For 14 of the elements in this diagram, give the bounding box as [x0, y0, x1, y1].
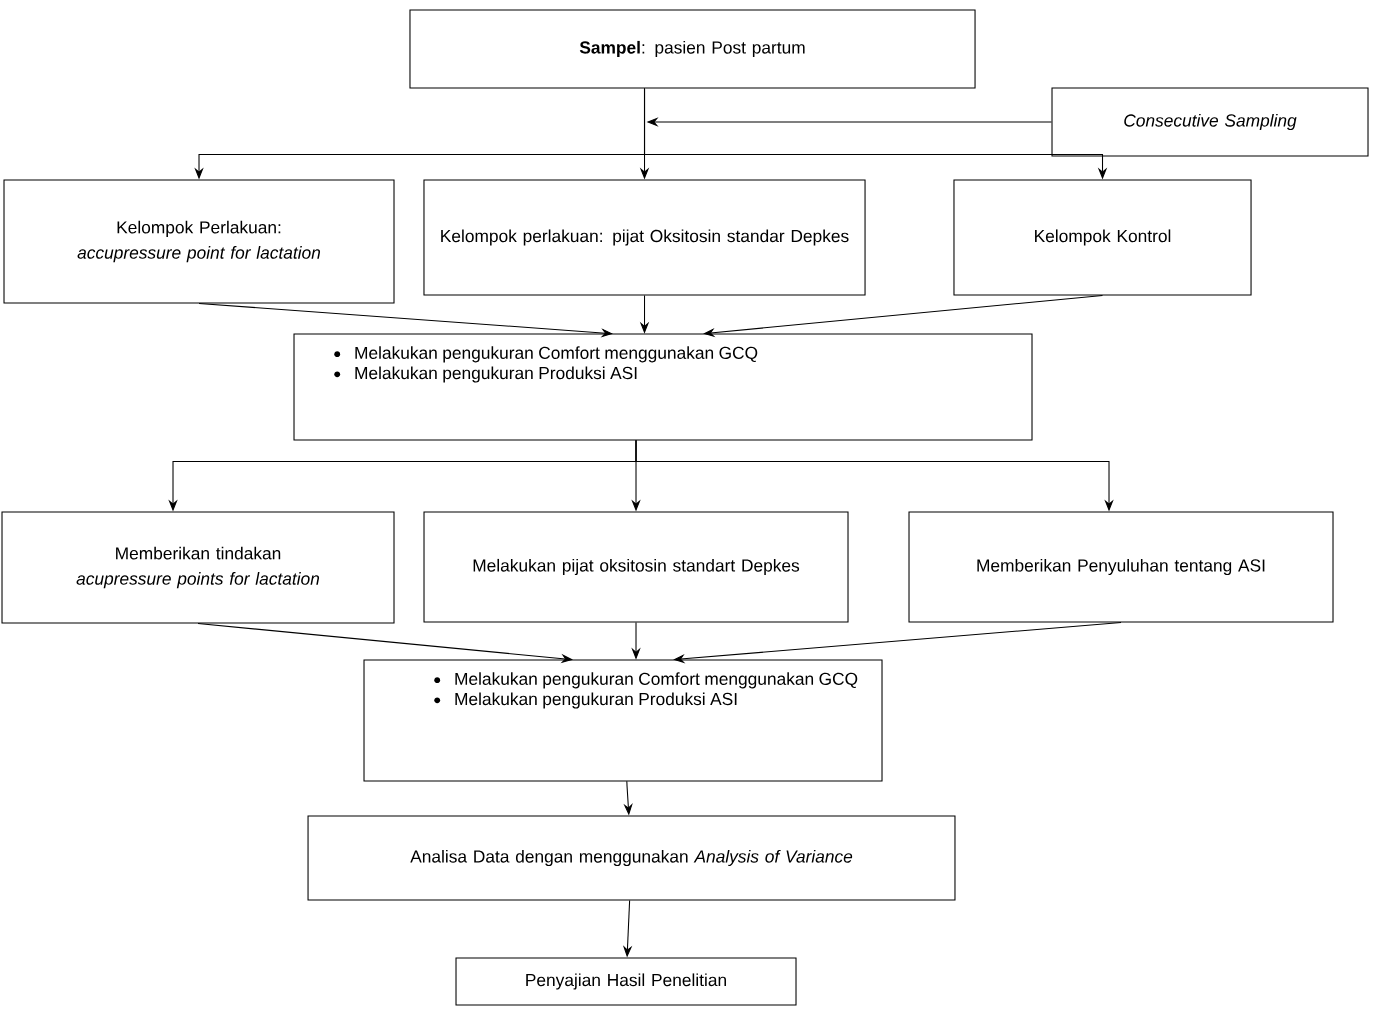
process-box: Analisa Data dengan menggunakan Analysis of Variance — [307, 815, 956, 901]
process-box: Kelompok Kontrol — [953, 179, 1252, 296]
process-box: Melakukan pijat oksitosin standart Depkes — [423, 511, 849, 623]
process-box: Consecutive Sampling — [1051, 87, 1369, 157]
process-box: Sampel: pasien Post partum — [409, 9, 976, 89]
arrow — [673, 622, 1122, 664]
process-box: Melakukan pengukuran Comfort menggunakan GCQ Melakukan pengukuran Produksi ASI — [293, 333, 1033, 441]
process-box: Kelompok perlakuan: pijat Oksitosin standar Depkes — [423, 179, 866, 296]
process-box: Memberikan tindakan acupressure points for lactation — [1, 511, 395, 624]
process-box: Memberikan Penyuluhan tentang ASI — [908, 511, 1334, 623]
arrow — [703, 294, 1104, 338]
process-box: Kelompok Perlakuan: accupressure point for lactation — [3, 179, 395, 304]
process-box: Melakukan pengukuran Comfort menggunakan GCQ Melakukan pengukuran Produksi ASI — [363, 659, 883, 782]
process-box: Penyajian Hasil Penelitian — [455, 957, 797, 1006]
